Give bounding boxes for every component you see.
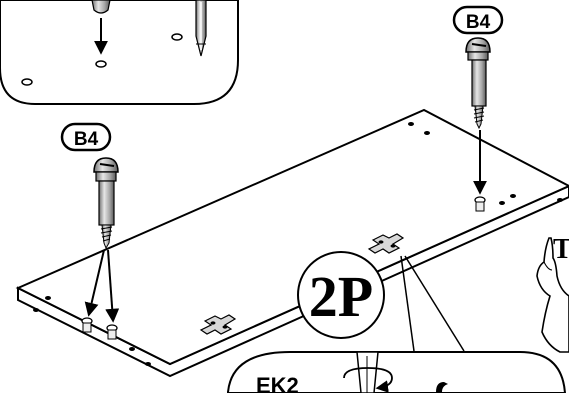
inset-part-label: EK2 xyxy=(256,373,299,393)
cam-lock-piece xyxy=(91,0,111,14)
wood-panel xyxy=(15,108,569,378)
svg-text:B4: B4 xyxy=(74,129,99,150)
cam-bolt-socket xyxy=(106,324,118,340)
cam-bolt-icon xyxy=(465,37,491,130)
hole xyxy=(21,78,33,86)
hole xyxy=(408,122,414,126)
edge-hole xyxy=(145,362,151,366)
callout-line xyxy=(404,255,465,352)
hole xyxy=(510,194,516,198)
rotate-arrow-icon xyxy=(343,367,393,393)
hinge-plate xyxy=(367,233,405,254)
cam-bolt-icon xyxy=(93,157,119,250)
hole xyxy=(424,131,430,135)
hinge-plate xyxy=(199,314,237,335)
screwdriver-icon xyxy=(356,351,379,393)
cam-bolt-socket xyxy=(81,317,93,333)
hand-pointing-icon: T xyxy=(536,234,569,353)
hole xyxy=(95,60,107,68)
svg-text:2P: 2P xyxy=(309,264,373,329)
svg-text:B4: B4 xyxy=(466,12,491,33)
cam-bolt-socket xyxy=(474,196,486,212)
callout-line xyxy=(400,255,415,352)
bottom-inset: EK2 xyxy=(227,351,567,393)
hole xyxy=(171,33,183,41)
edge-hole xyxy=(33,308,39,312)
hand-label: T xyxy=(553,234,569,265)
insert-arrow xyxy=(105,249,120,323)
screwdriver-icon xyxy=(195,0,207,57)
hole xyxy=(45,296,51,300)
hole xyxy=(129,347,135,351)
two-person-badge: 2P xyxy=(297,251,385,339)
top-left-inset xyxy=(0,0,239,105)
hole xyxy=(499,201,505,205)
part-label-b4-left: B4 xyxy=(60,122,112,152)
insert-arrow xyxy=(84,249,105,317)
part-label-b4-top-right: B4 xyxy=(452,5,504,35)
cam-lock-piece xyxy=(436,382,448,392)
edge-hole xyxy=(557,198,563,202)
